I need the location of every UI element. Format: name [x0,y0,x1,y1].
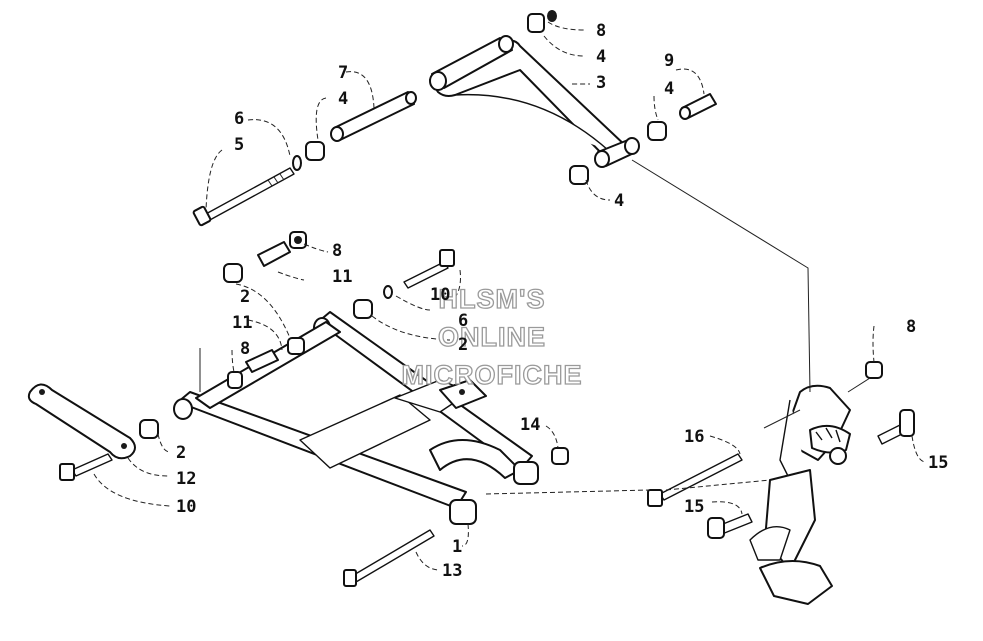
callout-16: 16 [684,427,704,447]
callout-1: 1 [452,537,462,557]
callout-7: 7 [338,63,348,83]
sleeve-11a [257,241,291,267]
callout-8-lower-a: 8 [332,241,342,261]
callout-8-top: 8 [596,21,606,41]
washer-6b [383,285,393,299]
callout-4-right: 4 [664,79,674,99]
nut-8a [289,231,307,249]
bolt-13 [343,529,435,587]
bushing-upper-4 [647,121,667,141]
callout-12: 12 [176,469,196,489]
callout-2-c: 2 [176,443,186,463]
sleeve-9 [679,93,717,120]
link-12 [27,383,136,460]
bolt-15a [877,409,915,445]
bolt-10-upper [403,249,455,289]
bolt-16 [647,453,743,507]
watermark: HLSM'S ONLINE MICROFICHE [401,283,583,390]
callout-2-a: 2 [240,287,250,307]
callout-labels: 8 4 3 9 4 4 7 4 6 5 8 11 2 11 8 10 6 2 2… [176,21,948,581]
washer-6 [292,155,302,171]
callout-8-right: 8 [906,317,916,337]
bushing-top-8 [527,10,557,33]
bolt-10-lower [59,453,113,481]
callout-4-bottom: 4 [614,191,624,211]
callout-8-lower-b: 8 [240,339,250,359]
watermark-line-3: MICROFICHE [402,360,583,390]
watermark-line-2: ONLINE [438,322,546,352]
callout-6-upper: 6 [234,109,244,129]
callout-15-right: 15 [928,453,948,473]
bushing-lower-2c [353,299,373,319]
callout-10-upper: 10 [430,285,450,305]
callout-13: 13 [442,561,462,581]
callout-leaders [93,21,927,571]
bushing-lower-2b [223,263,243,283]
bushing-lower-2d [287,337,305,355]
callout-15-bottom: 15 [684,497,704,517]
callout-10-lower: 10 [176,497,196,517]
callout-2-b: 2 [458,335,468,355]
callout-11-b: 11 [232,313,252,333]
nut-14 [551,447,569,465]
callout-3: 3 [596,73,606,93]
nut-8d [865,361,883,379]
upper-a-arm [429,35,640,168]
sleeve-11b [245,349,279,373]
bushing-4-left [305,141,325,161]
bolt-15b [707,513,753,539]
bushing-lower-4 [569,165,589,185]
callout-5: 5 [234,135,244,155]
spindle-knuckle [749,384,851,605]
callout-4-left: 4 [338,89,348,109]
callout-6-lower: 6 [458,311,468,331]
callout-14: 14 [520,415,540,435]
bushing-lower-2a [139,419,159,439]
sleeve-7 [330,91,417,142]
callout-11-a: 11 [332,267,352,287]
assembly-lines [199,159,871,495]
nut-8b [227,371,243,389]
watermark-line-1: HLSM'S [439,284,546,314]
callout-4-top: 4 [596,47,606,67]
bolt-5 [192,167,295,227]
callout-9: 9 [664,51,674,71]
